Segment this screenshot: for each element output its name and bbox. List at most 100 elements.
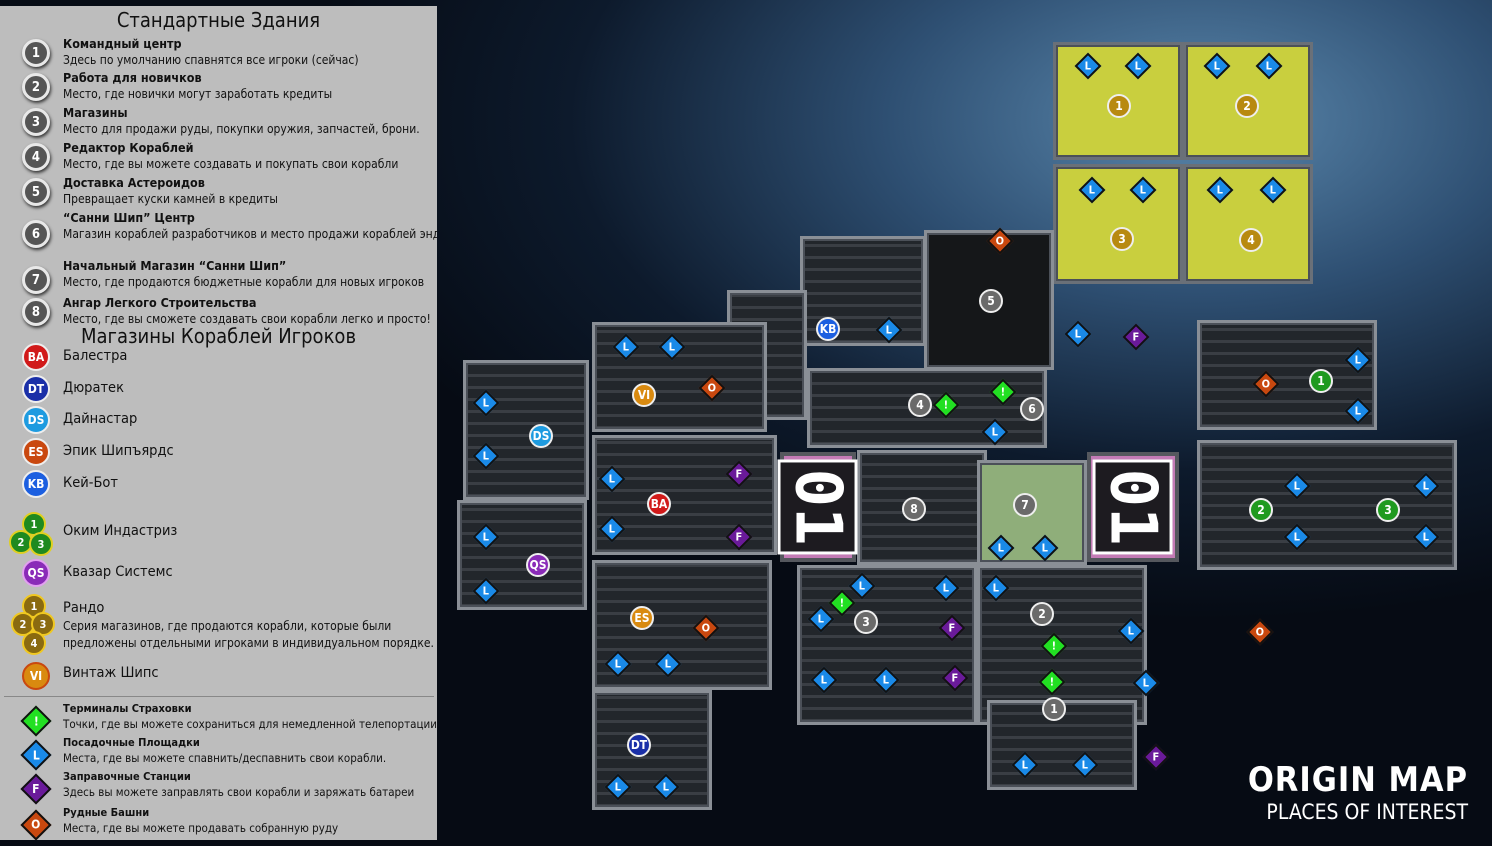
building-number-icon: 6 <box>22 220 50 248</box>
okim-marker[interactable]: 2 <box>1249 498 1273 522</box>
qs-icon: QS <box>22 559 50 587</box>
fuel-station-icon: F <box>20 773 52 805</box>
building-desc: Место, где вы можете создавать и покупат… <box>63 157 399 171</box>
landing-pad-marker[interactable]: L <box>1064 320 1092 348</box>
legend-standard-6: 6 “Санни Шип” Центр Магазин кораблей раз… <box>0 210 437 248</box>
shop-marker-es[interactable]: ES <box>630 606 654 630</box>
standard-buildings-heading: Стандартные Здания <box>116 8 321 32</box>
station-module <box>592 560 772 690</box>
okim-marker[interactable]: 3 <box>1376 498 1400 522</box>
landing-pad-icon: L <box>20 739 52 771</box>
marker-symbol: F <box>1132 330 1140 344</box>
station-module <box>463 360 589 500</box>
building-marker[interactable]: 2 <box>1030 602 1054 626</box>
marker-symbol: F <box>1152 750 1160 764</box>
marker-symbol: L <box>942 581 950 595</box>
building-desc: Магазин кораблей разработчиков и место п… <box>63 227 437 241</box>
marker-symbol: L <box>608 472 616 486</box>
building-title: Командный центр <box>63 36 182 51</box>
marker-symbol: L <box>882 673 890 687</box>
building-title: Редактор Кораблей <box>63 140 194 155</box>
marker-symbol: L <box>662 780 670 794</box>
marker-symbol: F <box>735 467 743 481</box>
building-number-icon: 3 <box>22 108 50 136</box>
legend-quasar: QS Квазар Системс <box>0 559 437 593</box>
building-marker[interactable]: 7 <box>1013 493 1037 517</box>
fuel-station-marker[interactable]: F <box>1142 743 1170 771</box>
marker-symbol: L <box>1041 541 1049 555</box>
marker-symbol: L <box>482 530 490 544</box>
marker-symbol: ! <box>1000 385 1006 399</box>
shop-marker-ba[interactable]: BA <box>647 492 671 516</box>
building-marker[interactable]: 8 <box>902 497 926 521</box>
sign-text: 01 <box>1093 459 1173 555</box>
building-title: Начальный Магазин “Санни Шип” <box>63 258 287 273</box>
rando-marker[interactable]: 1 <box>1107 94 1131 118</box>
building-marker[interactable]: 3 <box>854 610 878 634</box>
ore-tower-icon: O <box>20 809 52 840</box>
legend-standard-1: 1 Командный центр Здесь по умолчанию спа… <box>0 36 437 70</box>
legend-rando: 1 2 3 4 Рандо Серия магазинов, где прода… <box>0 594 437 655</box>
shop-marker-kb[interactable]: KB <box>816 317 840 341</box>
shop-marker-ds[interactable]: DS <box>529 424 553 448</box>
marker-symbol: L <box>992 581 1000 595</box>
okim-name: Оким Индастриз <box>63 523 178 539</box>
marker-symbol: L <box>1422 479 1430 493</box>
vintage-name: Винтаж Шипс <box>63 665 159 681</box>
legend-standard-7: 7 Начальный Магазин “Санни Шип” Место, г… <box>0 258 437 294</box>
fuel-station-marker[interactable]: F <box>1122 323 1150 351</box>
legend-shop-ds: DS Дайнастар <box>0 406 437 440</box>
marker-symbol: L <box>1354 353 1362 367</box>
marker-symbol: L <box>482 396 490 410</box>
marker-symbol: ! <box>839 596 845 610</box>
marker-symbol: F <box>948 621 956 635</box>
building-marker[interactable]: 5 <box>979 289 1003 313</box>
legend-vintage: VI Винтаж Шипс <box>0 662 437 696</box>
rando-marker[interactable]: 2 <box>1235 94 1259 118</box>
icon-symbol: ! <box>33 713 39 728</box>
marker-symbol: L <box>858 579 866 593</box>
shop-marker-qs[interactable]: QS <box>526 553 550 577</box>
legend-ore-tower: O Рудные Башни Места, где вы можете прод… <box>0 806 437 840</box>
building-desc: Место для продажи руды, покупки оружия, … <box>63 122 420 136</box>
marker-symbol: L <box>482 449 490 463</box>
building-number-icon: 5 <box>22 178 50 206</box>
marker-symbol: L <box>1142 676 1150 690</box>
marker-symbol: L <box>1265 59 1273 73</box>
rando-marker[interactable]: 4 <box>1239 228 1263 252</box>
player-shops-heading: Магазины Кораблей Игроков <box>80 324 357 348</box>
shop-marker-dt[interactable]: DT <box>627 733 651 757</box>
building-number-icon: 4 <box>22 143 50 171</box>
icon-symbol: O <box>31 818 41 832</box>
ore-tower-marker[interactable]: O <box>1246 618 1274 646</box>
ba-icon: BA <box>22 343 50 371</box>
okim-marker[interactable]: 1 <box>1309 369 1333 393</box>
marker-symbol: O <box>707 381 717 395</box>
point-desc: Точки, где вы можете сохраниться для нем… <box>63 717 437 731</box>
station-module <box>1053 164 1183 284</box>
shop-marker-vi[interactable]: VI <box>632 383 656 407</box>
point-desc: Места, где вы можете продавать собранную… <box>63 821 339 835</box>
point-desc: Здесь вы можете заправлять свои корабли … <box>63 785 415 799</box>
building-marker[interactable]: 4 <box>908 393 932 417</box>
sign-text: 01 <box>778 459 858 555</box>
legend-divider <box>4 696 434 697</box>
building-desc: Место, где вы сможете создавать свои кор… <box>63 312 431 326</box>
station-module <box>592 322 767 432</box>
rando-marker[interactable]: 3 <box>1110 227 1134 251</box>
marker-symbol: L <box>820 673 828 687</box>
marker-symbol: ! <box>943 398 949 412</box>
point-title: Рудные Башни <box>63 806 150 819</box>
map-title-text: ORIGIN MAP <box>1247 760 1468 800</box>
marker-symbol: L <box>1127 624 1135 638</box>
marker-symbol: L <box>1081 758 1089 772</box>
shop-name: Балестра <box>63 348 128 364</box>
marker-symbol: ! <box>1049 675 1055 689</box>
building-marker[interactable]: 1 <box>1042 697 1066 721</box>
building-title: Ангар Легкого Строительства <box>63 295 257 310</box>
building-desc: Место, где новички могут заработать кред… <box>63 87 333 101</box>
building-marker[interactable]: 6 <box>1020 397 1044 421</box>
shop-name: Дайнастар <box>63 411 138 427</box>
marker-symbol: L <box>668 340 676 354</box>
marker-symbol: L <box>997 541 1005 555</box>
